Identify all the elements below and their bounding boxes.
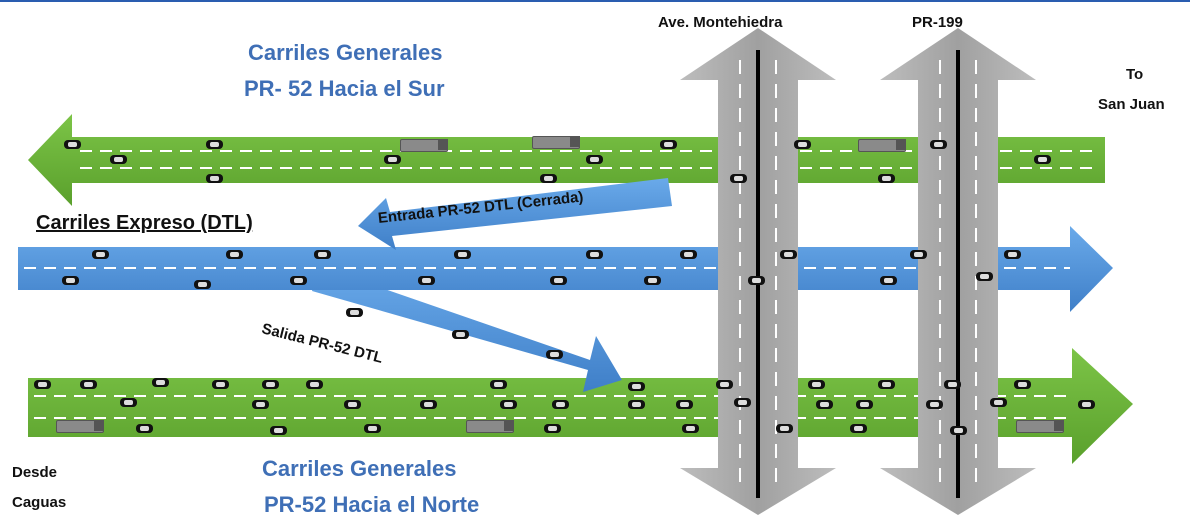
car-icon xyxy=(252,400,269,409)
southbound-title-line2: PR- 52 Hacia el Sur xyxy=(244,76,445,101)
car-icon xyxy=(682,424,699,433)
car-icon xyxy=(644,276,661,285)
northbound-title-line1: Carriles Generales xyxy=(262,456,457,481)
desde-label: Desde xyxy=(12,464,58,481)
car-icon xyxy=(546,350,563,359)
pr199-label: PR-199 xyxy=(912,14,963,31)
car-icon xyxy=(910,250,927,259)
car-icon xyxy=(194,280,211,289)
car-icon xyxy=(880,276,897,285)
car-icon xyxy=(878,174,895,183)
car-icon xyxy=(730,174,747,183)
car-icon xyxy=(816,400,833,409)
car-icon xyxy=(92,250,109,259)
car-icon xyxy=(856,400,873,409)
car-icon xyxy=(262,380,279,389)
car-icon xyxy=(64,140,81,149)
car-icon xyxy=(776,424,793,433)
northbound-general-lanes xyxy=(28,348,1133,464)
car-icon xyxy=(270,426,287,435)
san-juan-label: San Juan xyxy=(1098,96,1165,113)
car-icon xyxy=(384,155,401,164)
car-icon xyxy=(808,380,825,389)
express-title: Carriles Expreso (DTL) xyxy=(36,212,253,234)
car-icon xyxy=(306,380,323,389)
car-icon xyxy=(1034,155,1051,164)
car-icon xyxy=(628,382,645,391)
car-icon xyxy=(544,424,561,433)
car-icon xyxy=(850,424,867,433)
car-icon xyxy=(680,250,697,259)
car-icon xyxy=(628,400,645,409)
car-icon xyxy=(212,380,229,389)
car-icon xyxy=(1004,250,1021,259)
truck-icon xyxy=(532,136,580,149)
car-icon xyxy=(660,140,677,149)
car-icon xyxy=(206,174,223,183)
car-icon xyxy=(1078,400,1095,409)
car-icon xyxy=(110,155,127,164)
car-icon xyxy=(290,276,307,285)
car-icon xyxy=(226,250,243,259)
car-icon xyxy=(716,380,733,389)
top-border xyxy=(0,0,1190,2)
truck-icon xyxy=(56,420,104,433)
car-icon xyxy=(552,400,569,409)
to-label: To xyxy=(1126,66,1144,83)
car-icon xyxy=(206,140,223,149)
car-icon xyxy=(990,398,1007,407)
car-icon xyxy=(748,276,765,285)
car-icon xyxy=(1014,380,1031,389)
truck-icon xyxy=(400,139,448,152)
car-icon xyxy=(418,276,435,285)
car-icon xyxy=(930,140,947,149)
southbound-title-line1: Carriles Generales xyxy=(248,40,443,65)
car-icon xyxy=(490,380,507,389)
car-icon xyxy=(344,400,361,409)
car-icon xyxy=(346,308,363,317)
car-icon xyxy=(794,140,811,149)
car-icon xyxy=(364,424,381,433)
car-icon xyxy=(152,378,169,387)
car-icon xyxy=(586,250,603,259)
car-icon xyxy=(500,400,517,409)
car-icon xyxy=(976,272,993,281)
caguas-label: Caguas xyxy=(12,494,67,511)
car-icon xyxy=(944,380,961,389)
car-icon xyxy=(120,398,137,407)
car-icon xyxy=(454,250,471,259)
car-icon xyxy=(926,400,943,409)
car-icon xyxy=(540,174,557,183)
car-icon xyxy=(452,330,469,339)
car-icon xyxy=(62,276,79,285)
truck-icon xyxy=(1016,420,1064,433)
car-icon xyxy=(950,426,967,435)
car-icon xyxy=(136,424,153,433)
car-icon xyxy=(80,380,97,389)
truck-icon xyxy=(858,139,906,152)
car-icon xyxy=(550,276,567,285)
car-icon xyxy=(734,398,751,407)
car-icon xyxy=(34,380,51,389)
salida-ramp xyxy=(312,266,622,392)
car-icon xyxy=(314,250,331,259)
car-icon xyxy=(878,380,895,389)
car-icon xyxy=(420,400,437,409)
truck-icon xyxy=(466,420,514,433)
entrada-ramp xyxy=(358,178,672,250)
car-icon xyxy=(676,400,693,409)
southbound-general-lanes xyxy=(28,114,1105,206)
car-icon xyxy=(780,250,797,259)
montehiedra-label: Ave. Montehiedra xyxy=(658,14,783,31)
car-icon xyxy=(586,155,603,164)
northbound-title-line2: PR-52 Hacia el Norte xyxy=(264,492,480,517)
